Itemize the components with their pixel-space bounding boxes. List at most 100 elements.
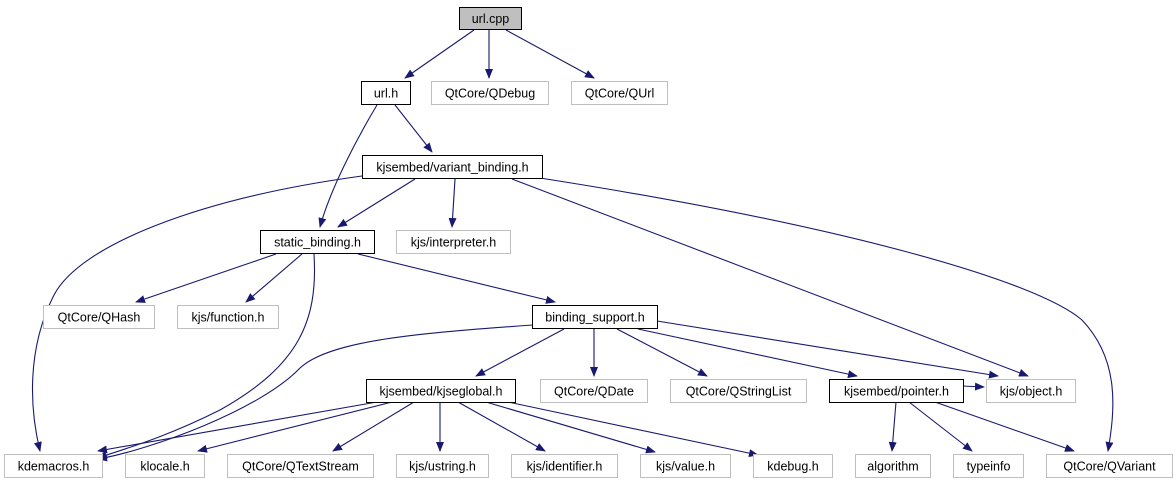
node-box [361, 81, 411, 105]
node-qhash[interactable]: QtCore/QHash [43, 305, 155, 329]
node-kdebug[interactable]: kdebug.h [753, 454, 833, 478]
edge-url-h-to-static-binding [318, 104, 378, 228]
node-label: QtCore/QStringList [686, 385, 792, 399]
node-box [753, 454, 833, 478]
node-label: kjsembed/variant_binding.h [376, 161, 528, 175]
node-box [640, 454, 731, 478]
edges-layer [31, 29, 1114, 462]
edge-binding-support-to-qstringlist [616, 328, 708, 377]
node-label: QtCore/QHash [58, 311, 141, 325]
edge-pointer-to-algorithm [888, 401, 897, 452]
edge-url-h-to-variant-binding [394, 104, 433, 153]
edge-binding-support-to-kdemacros [97, 324, 534, 462]
node-label: QtCore/QUrl [585, 87, 654, 101]
node-object[interactable]: kjs/object.h [986, 379, 1076, 403]
node-label: QtCore/QDebug [445, 87, 535, 101]
node-label: kjsembed/pointer.h [844, 385, 949, 399]
edge-pointer-to-typeinfo [908, 401, 973, 452]
node-qtextstream[interactable]: QtCore/QTextStream [227, 454, 374, 478]
node-box [986, 379, 1076, 403]
edge-kjseglobal-to-kdemacros [97, 401, 378, 454]
edge-kjseglobal-to-klocale [197, 401, 393, 453]
node-label: kjs/object.h [1000, 385, 1063, 399]
node-qurl[interactable]: QtCore/QUrl [571, 81, 668, 105]
node-box [125, 454, 205, 478]
edge-kjseglobal-to-qtextstream [332, 401, 415, 452]
node-typeinfo[interactable]: typeinfo [953, 454, 1024, 478]
edge-url-cpp-to-qurl [505, 29, 595, 79]
node-identifier[interactable]: kjs/identifier.h [511, 454, 618, 478]
node-box [1046, 454, 1173, 478]
node-box [227, 454, 374, 478]
node-qdate[interactable]: QtCore/QDate [540, 379, 648, 403]
edge-static-binding-to-binding-support [357, 253, 556, 304]
node-pointer[interactable]: kjsembed/pointer.h [829, 379, 964, 403]
edge-binding-support-to-kjseglobal [475, 328, 565, 377]
node-kdemacros[interactable]: kdemacros.h [4, 454, 103, 478]
node-label: kdebug.h [767, 460, 818, 474]
node-label: algorithm [867, 460, 918, 474]
node-label: kjs/ustring.h [409, 460, 476, 474]
node-label: kdemacros.h [18, 460, 90, 474]
node-ustring[interactable]: kjs/ustring.h [396, 454, 489, 478]
node-value[interactable]: kjs/value.h [640, 454, 731, 478]
node-label: url.h [374, 87, 398, 101]
node-label: kjs/value.h [656, 460, 715, 474]
node-algorithm[interactable]: algorithm [855, 454, 931, 478]
node-function[interactable]: kjs/function.h [177, 305, 279, 329]
node-url-cpp[interactable]: url.cpp [459, 7, 522, 30]
edge-static-binding-to-qhash [135, 253, 277, 303]
edge-binding-support-to-object [656, 320, 999, 379]
node-label: QtCore/QDate [554, 385, 634, 399]
node-static-binding[interactable]: static_binding.h [260, 230, 375, 254]
node-box [670, 379, 807, 403]
node-box [260, 230, 375, 254]
node-label: typeinfo [967, 460, 1011, 474]
node-label: static_binding.h [274, 236, 361, 250]
node-box [953, 454, 1024, 478]
node-interpreter[interactable]: kjs/interpreter.h [396, 230, 511, 254]
edge-variant-binding-to-object [511, 178, 1029, 377]
node-box [431, 81, 549, 105]
edge-binding-support-to-pointer [637, 328, 858, 379]
edge-variant-binding-to-static-binding [337, 178, 416, 228]
node-label: kjs/function.h [192, 311, 265, 325]
node-box [4, 454, 103, 478]
node-qstringlist[interactable]: QtCore/QStringList [670, 379, 807, 403]
node-variant-binding[interactable]: kjsembed/variant_binding.h [362, 155, 543, 179]
nodes-layer: url.cpp url.h QtCore/QDebug QtCore/QUrl kjse… [4, 7, 1173, 478]
node-box [855, 454, 931, 478]
node-label: QtCore/QTextStream [242, 460, 359, 474]
edge-variant-binding-to-kdemacros [31, 175, 363, 452]
node-url-h[interactable]: url.h [361, 81, 411, 105]
node-binding-support[interactable]: binding_support.h [532, 305, 658, 329]
edge-static-binding-to-function [245, 253, 303, 303]
edge-url-cpp-to-url-h [404, 29, 475, 79]
edge-pointer-to-qvariant [934, 401, 1075, 452]
node-box [43, 305, 155, 329]
node-box [459, 7, 522, 30]
node-qdebug[interactable]: QtCore/QDebug [431, 81, 549, 105]
node-box [366, 379, 516, 403]
node-box [177, 305, 279, 329]
node-label: klocale.h [140, 460, 189, 474]
node-klocale[interactable]: klocale.h [125, 454, 205, 478]
node-qvariant[interactable]: QtCore/QVariant [1046, 454, 1173, 478]
node-label: kjsembed/kjseglobal.h [380, 385, 503, 399]
node-kjseglobal[interactable]: kjsembed/kjseglobal.h [366, 379, 516, 403]
node-box [540, 379, 648, 403]
node-label: kjs/interpreter.h [411, 236, 497, 250]
node-box [571, 81, 668, 105]
edge-variant-binding-to-qvariant [539, 177, 1114, 452]
node-label: QtCore/QVariant [1063, 460, 1156, 474]
node-label: kjs/identifier.h [527, 460, 603, 474]
edge-pointer-to-object [961, 382, 985, 391]
node-label: binding_support.h [545, 311, 644, 325]
node-box [396, 454, 489, 478]
edge-kjseglobal-to-identifier [457, 401, 546, 452]
node-label: url.cpp [472, 12, 510, 26]
edge-kjseglobal-to-value [485, 401, 656, 454]
node-box [362, 155, 543, 179]
node-box [829, 379, 964, 403]
